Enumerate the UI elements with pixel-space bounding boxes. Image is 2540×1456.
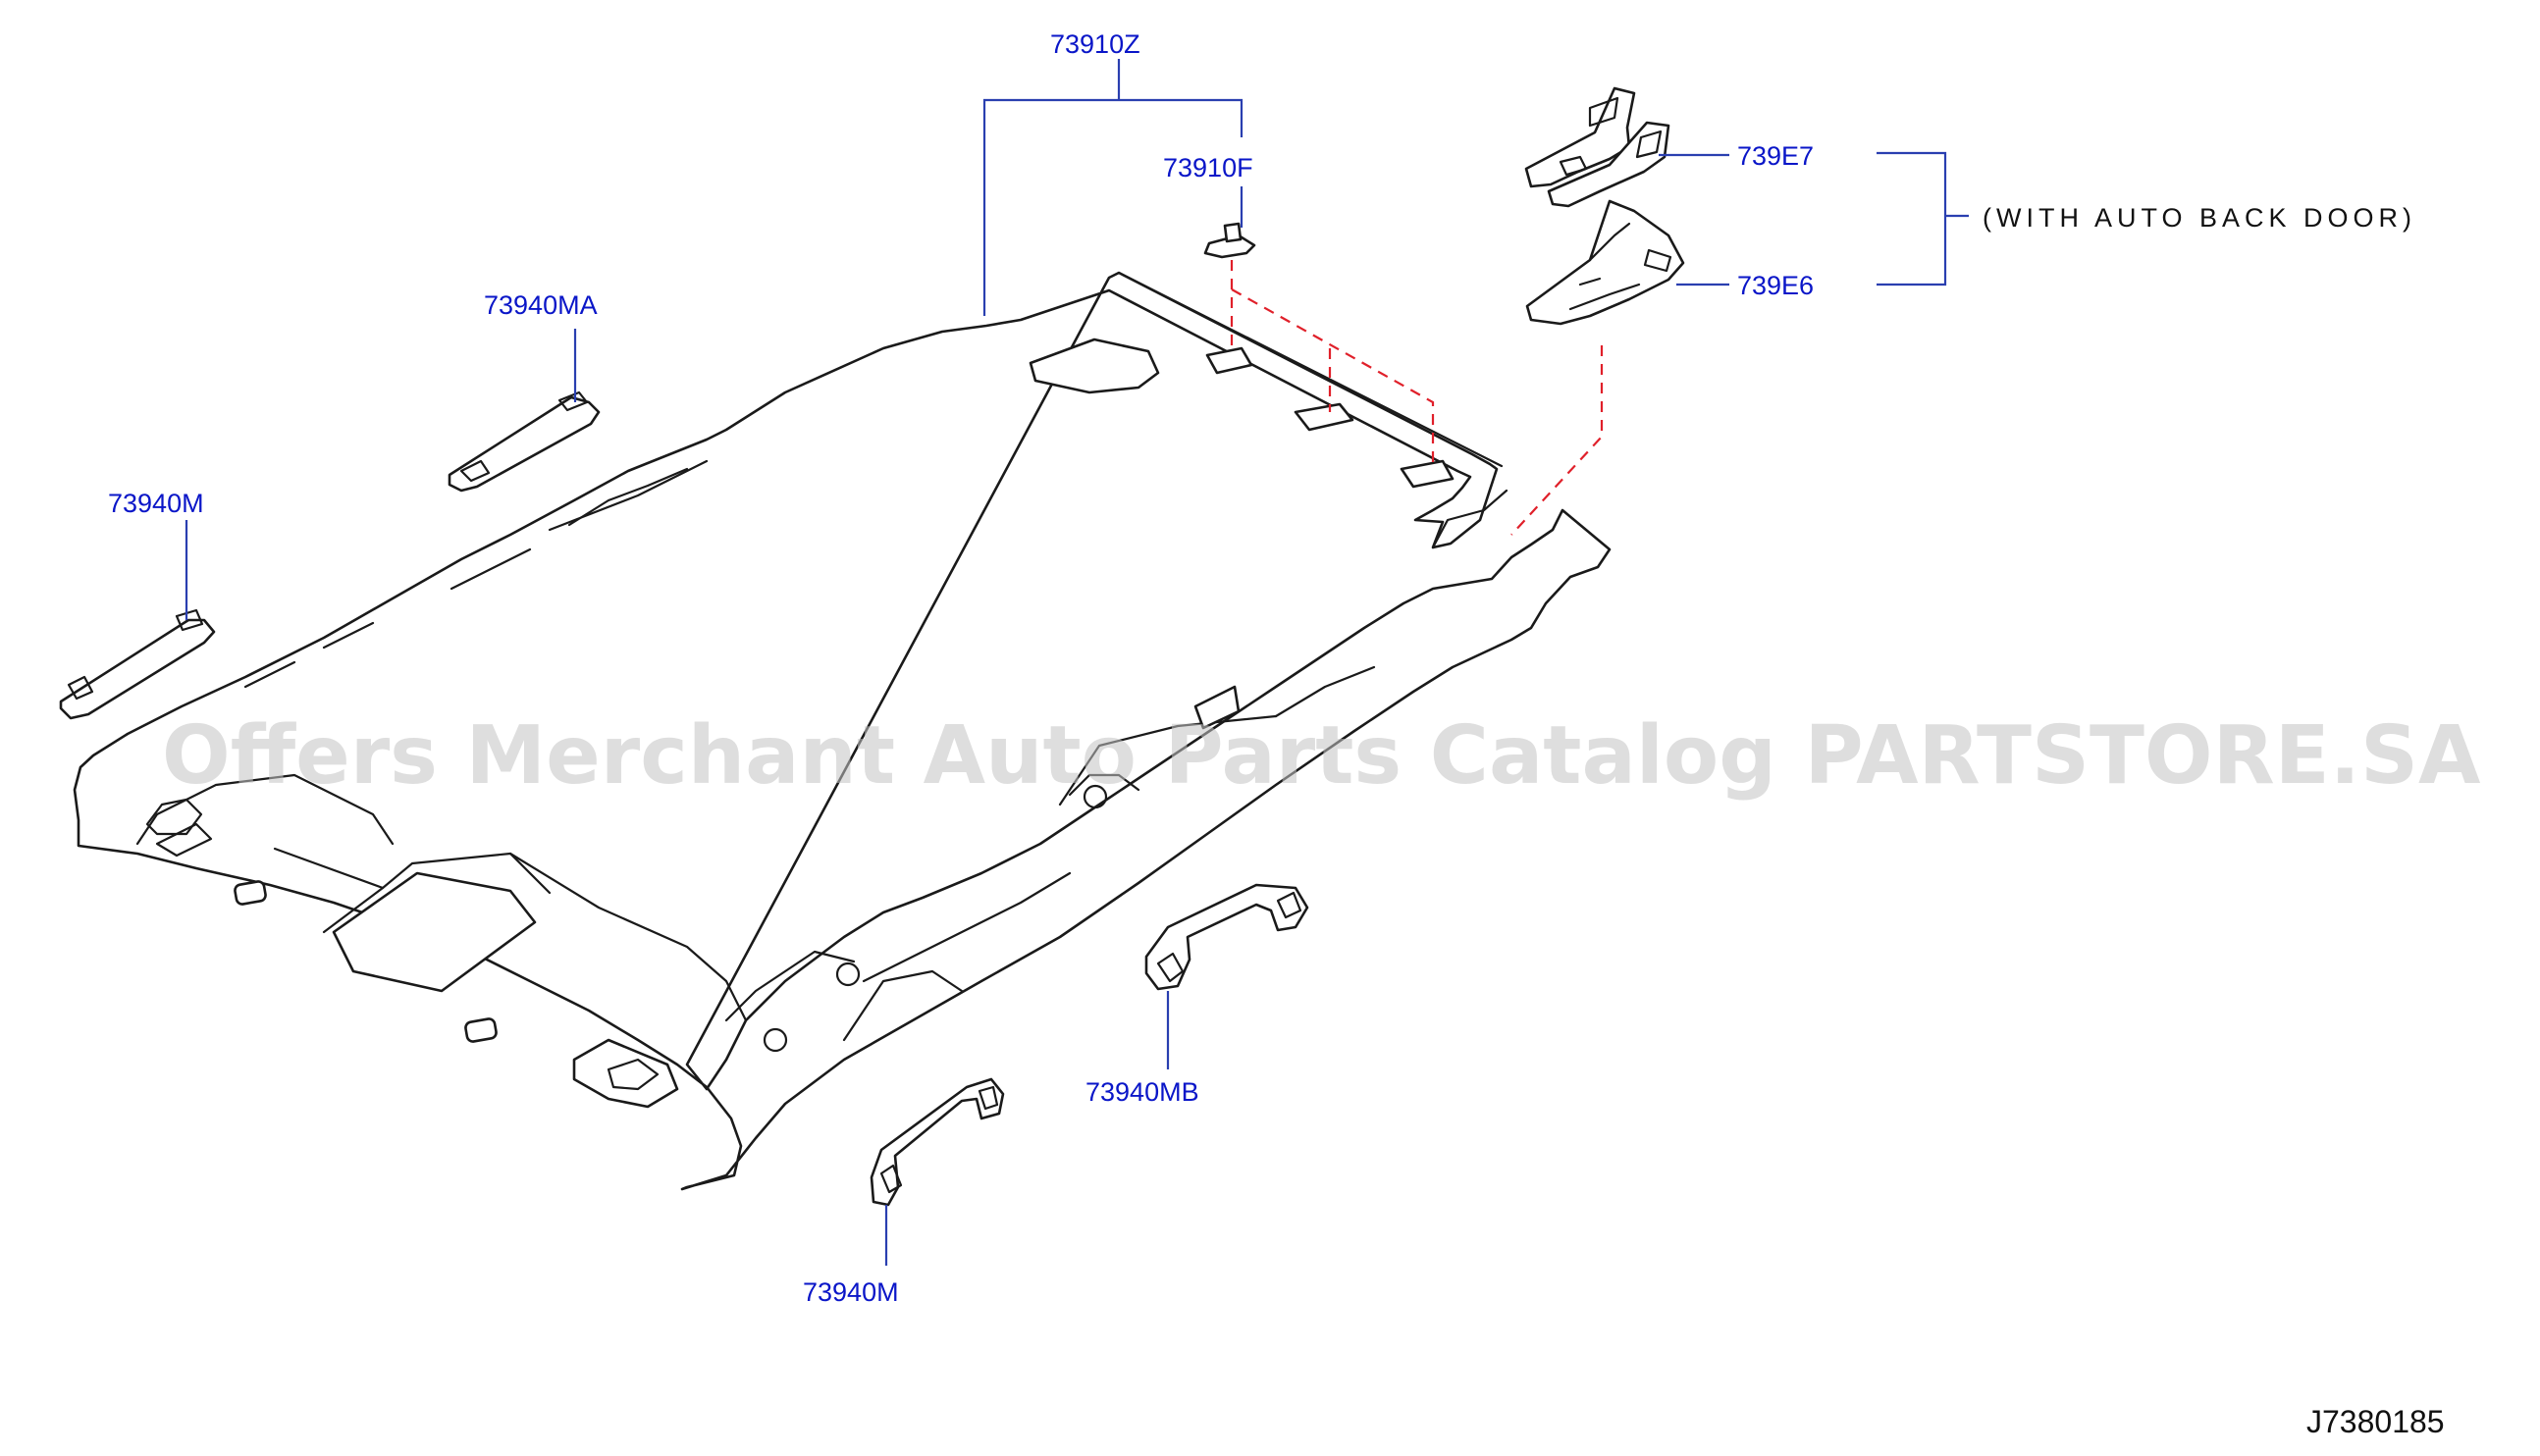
grab-handle-73940ma[interactable]	[448, 390, 601, 493]
bracket-739e6[interactable]	[1525, 199, 1685, 326]
part-number-73940ma[interactable]: 73940MA	[484, 290, 598, 320]
watermark: Offers Merchant Auto Parts Catalog PARTS…	[162, 709, 2481, 803]
bracket-739e7[interactable]	[1524, 86, 1670, 208]
part-number-73940m-left[interactable]: 73940M	[108, 489, 204, 518]
part-number-73940mb[interactable]: 73940MB	[1085, 1077, 1199, 1107]
part-number-73940m-lower[interactable]: 73940M	[803, 1277, 899, 1307]
leader-lines	[185, 59, 1969, 1266]
headlining-panel[interactable]	[73, 271, 1612, 1191]
drawing-code: J7380185	[2306, 1404, 2445, 1439]
part-number-73910z[interactable]: 73910Z	[1050, 29, 1140, 59]
grab-handle-73940m-left[interactable]	[59, 608, 216, 720]
part-number-73910f[interactable]: 73910F	[1163, 153, 1253, 182]
grab-handle-73940m-lower[interactable]	[870, 1077, 1005, 1207]
connection-lines	[1230, 260, 1604, 536]
auto-back-door-note: (WITH AUTO BACK DOOR)	[1983, 203, 2416, 233]
part-number-739e6[interactable]: 739E6	[1737, 271, 1814, 300]
grab-handle-73940mb[interactable]	[1144, 883, 1309, 991]
clip-73910f[interactable]	[1203, 222, 1256, 259]
part-number-739e7[interactable]: 739E7	[1737, 141, 1814, 171]
